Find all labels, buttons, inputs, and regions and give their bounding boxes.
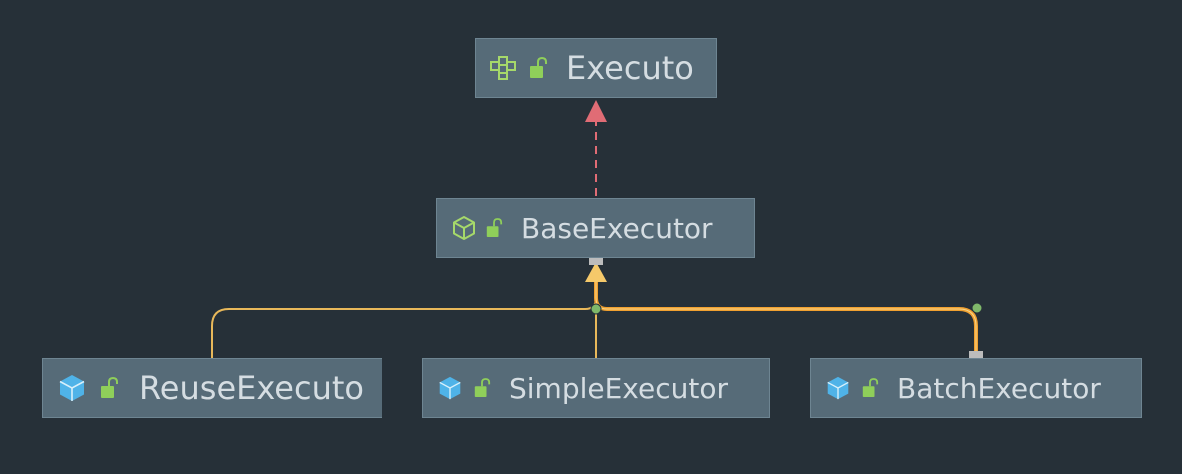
node-base-executor-label: BaseExecutor [521,211,713,245]
extends-arrowhead [585,262,607,282]
node-reuse-executor-label: ReuseExecuto [139,369,364,407]
node-base-executor[interactable]: BaseExecutor [436,198,755,258]
junction-dot [590,303,602,315]
edge-batch-highlight-inner [595,280,977,352]
abstract-class-icon [451,213,477,243]
node-simple-executor-label: SimpleExecutor [509,371,728,405]
unlocked-padlock-icon [526,53,550,83]
node-reuse-executor[interactable]: ReuseExecuto [42,358,382,418]
node-executor[interactable]: Executo [475,38,717,98]
edge-batch-extends-base [594,280,978,352]
class-icon [825,373,851,403]
node-executor-label: Executo [566,49,694,87]
batch-junction-dot [971,302,983,314]
unlocked-padlock-icon [483,213,505,243]
unlocked-padlock-icon [471,373,493,403]
interface-icon [488,53,524,83]
node-simple-executor[interactable]: SimpleExecutor [422,358,770,418]
class-icon [437,373,463,403]
implements-arrowhead [585,100,607,122]
node-batch-executor[interactable]: BatchExecutor [810,358,1142,418]
edge-reuse-extends-base [211,280,597,358]
unlocked-padlock-icon [97,373,121,403]
unlocked-padlock-icon [859,373,881,403]
class-icon [57,371,87,405]
node-batch-executor-label: BatchExecutor [897,371,1101,405]
